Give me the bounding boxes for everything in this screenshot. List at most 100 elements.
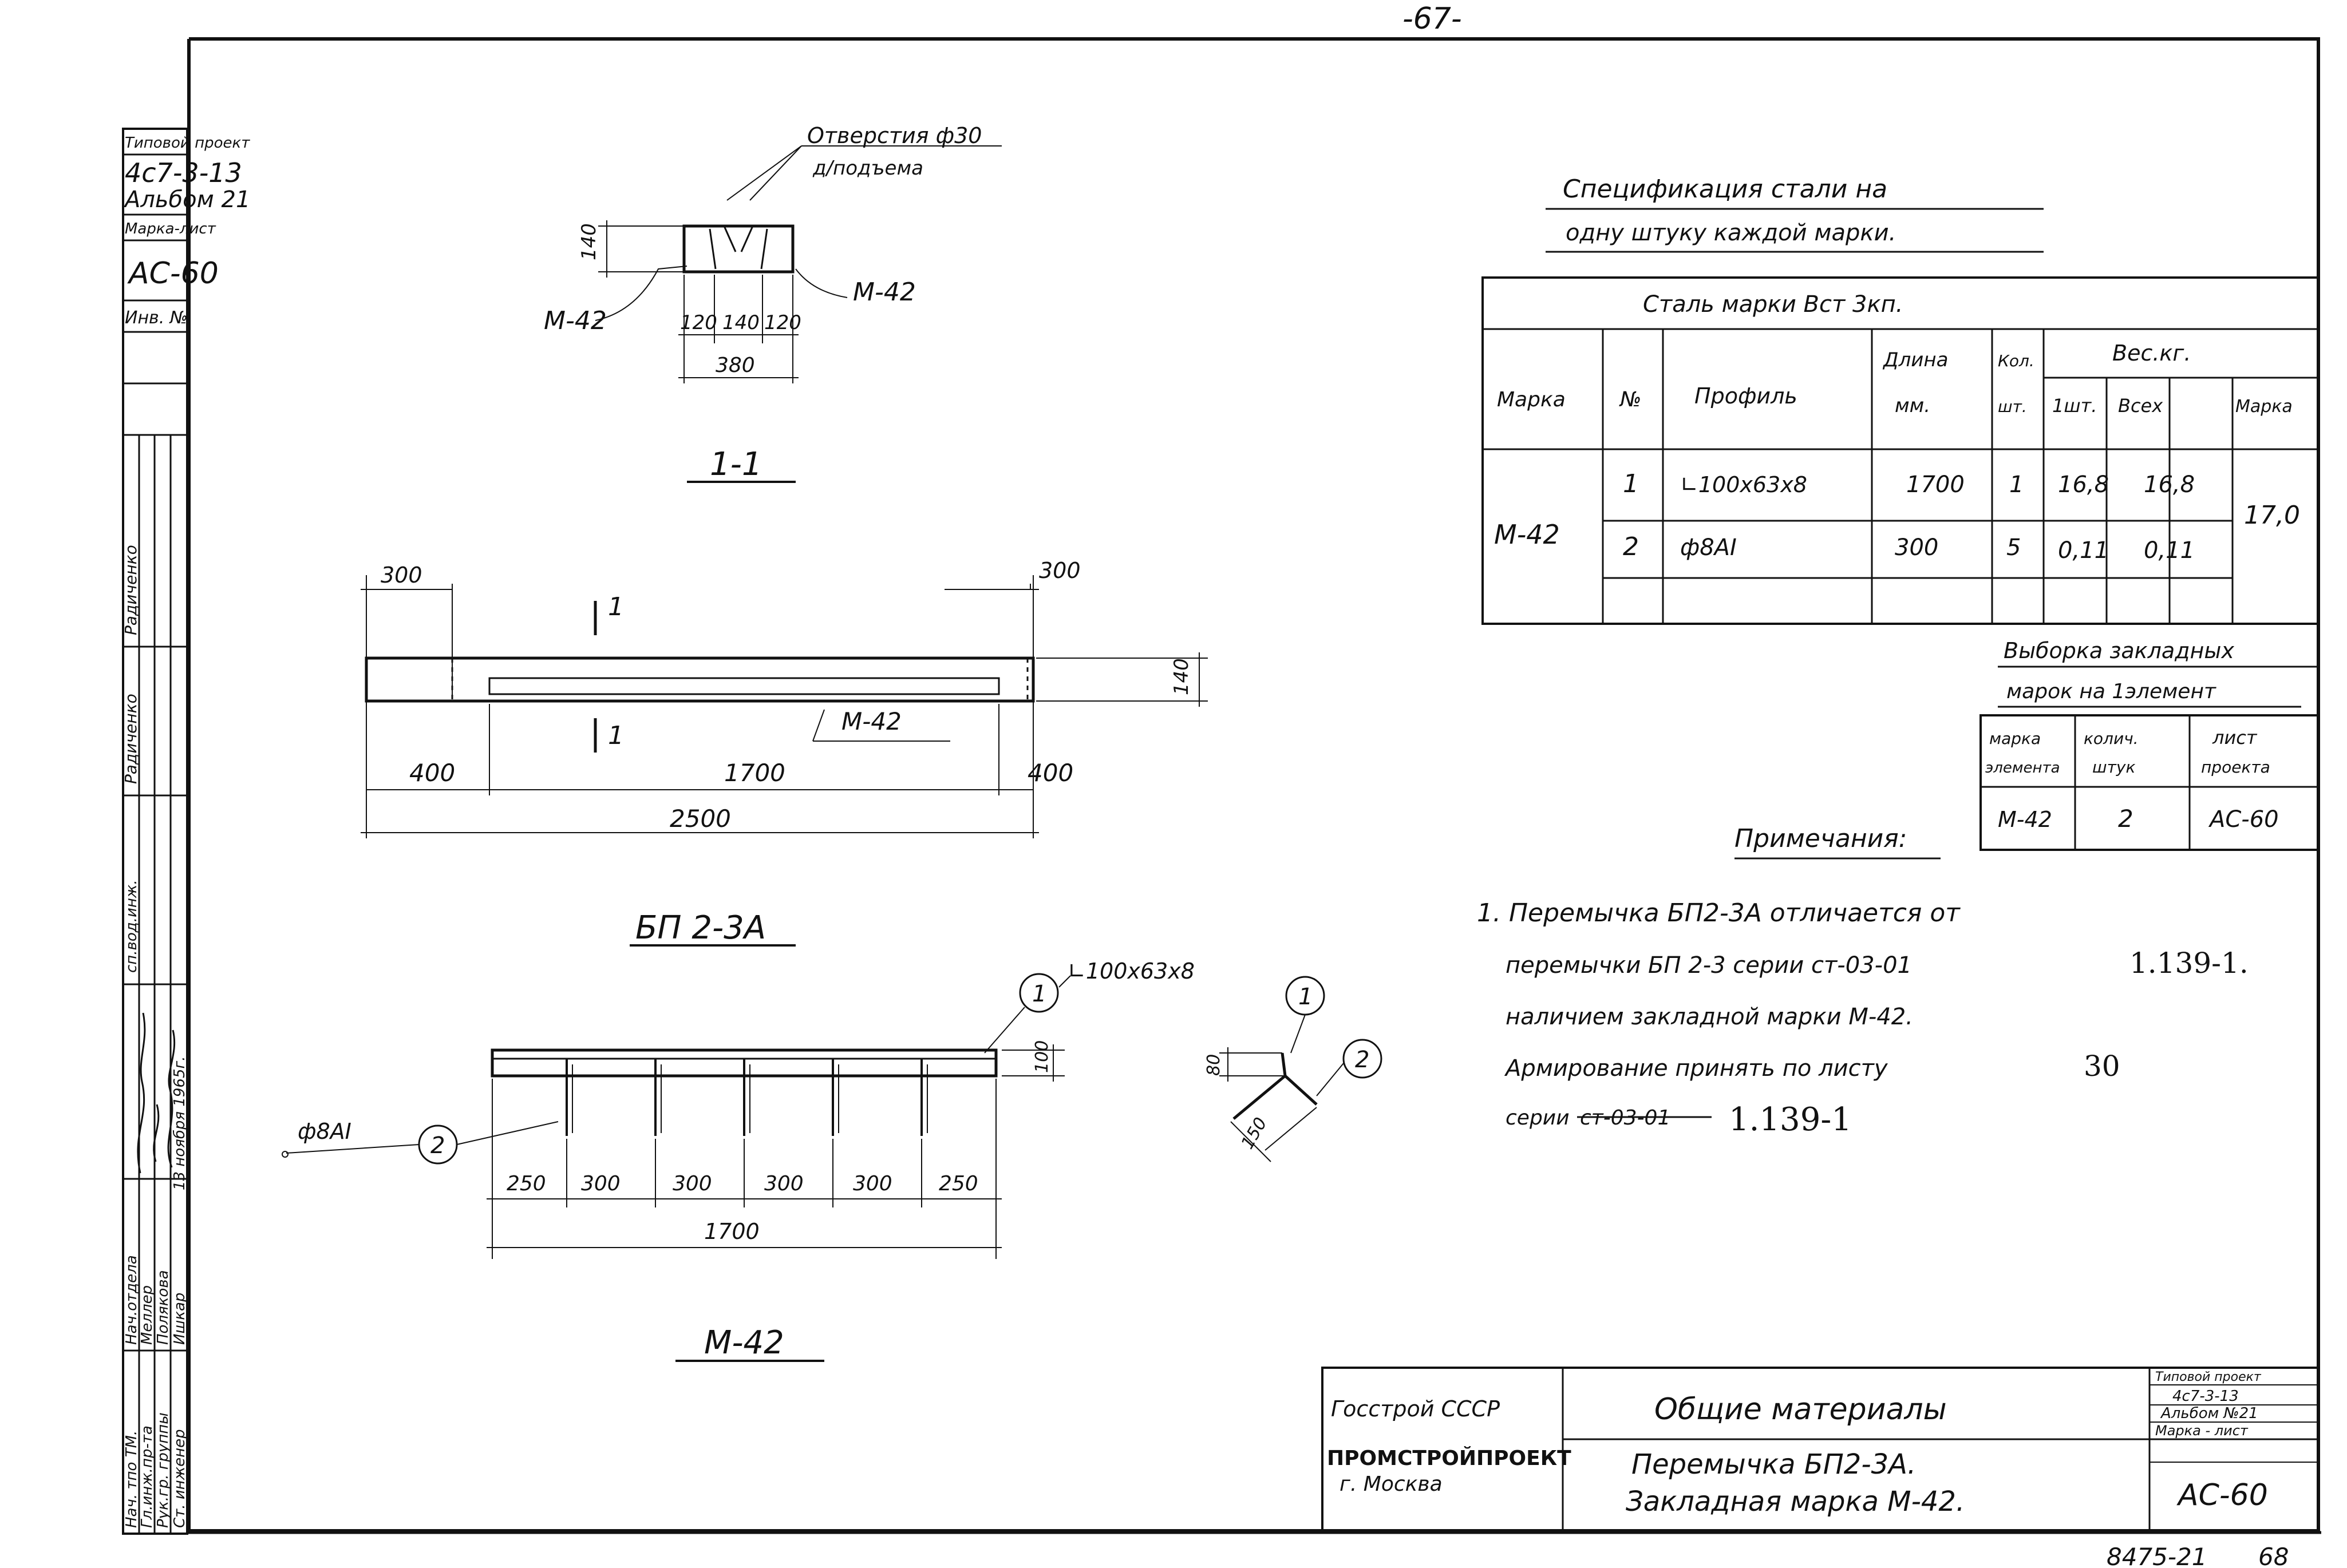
detail-callout-2: 2 — [1355, 1047, 1369, 1073]
beam-height: 140 — [1170, 658, 1193, 695]
beam-body — [365, 656, 1035, 703]
tb-org2: ПРОМСТРОЙПРОЕКТ — [1327, 1446, 1571, 1470]
sec-title: 1-1 — [710, 446, 762, 483]
beam-dim-1: 400 — [409, 759, 455, 787]
tb-sheet: АС-60 — [2176, 1478, 2268, 1512]
holes-note-2: д/подъема — [812, 157, 923, 180]
side-name-2: Полякова — [155, 1270, 172, 1345]
beam-dim-3: 400 — [1028, 759, 1073, 787]
note-line-5: серии — [1506, 1106, 1570, 1130]
side-upper-3: сп.вод.инж. — [123, 880, 140, 973]
m42-dim-5: 300 — [853, 1172, 892, 1195]
beam-cut-top: 1 — [608, 592, 624, 621]
sec-dim-2: 140 — [722, 311, 760, 334]
side-role-3: Рук.гр. группы — [155, 1412, 172, 1528]
signature-1 — [137, 1012, 146, 1174]
spec-h-weight: Вес.кг. — [2112, 340, 2191, 366]
spec-row1-w-all: 16,8 — [2144, 472, 2195, 498]
spec-row2-profile: ф8АI — [1680, 534, 1737, 561]
beam-dim-2: 1700 — [724, 759, 785, 787]
sel-title-1: Выборка закладных — [2004, 638, 2234, 663]
side-row1-1: Нач.отдела — [123, 1255, 140, 1345]
sel-h-c1a: марка — [1989, 729, 2041, 748]
spec-row1-length: 1700 — [1906, 472, 1965, 498]
spec-row2-w-all: 0,11 — [2144, 537, 2195, 564]
sel-h-c1b: элемента — [1985, 759, 2060, 777]
spec-table: Спецификация стали на одну штуку каждой … — [1481, 175, 2320, 625]
tb-ml-label: Марка - лист — [2155, 1423, 2249, 1439]
spec-h-w-all: Всех — [2118, 395, 2163, 417]
spec-row2-qty: 5 — [2006, 534, 2021, 561]
spec-row1-profile: ∟100х63х8 — [1680, 472, 1807, 497]
section-1-1: Отверстия ф30 д/подъема 140 М-42 М-42 12… — [544, 123, 1002, 483]
m42-profile: ∟100х63х8 — [1068, 959, 1195, 984]
beam-dim-top-right: 300 — [1039, 558, 1081, 583]
tb-tp-label: Типовой проект — [2155, 1370, 2262, 1384]
stamp-label-1: Типовой проект — [125, 134, 250, 152]
sheet-frame — [187, 37, 2320, 1533]
m42-dim-1: 250 — [507, 1172, 546, 1195]
notes: Примечания: 1. Перемычка БП2-3А отличает… — [1477, 824, 2249, 1138]
signature-3 — [153, 1104, 160, 1162]
sel-h-c2a: колич. — [2084, 729, 2139, 748]
spec-h-mark: Марка — [1497, 388, 1566, 411]
m42-rod: ф8АI — [298, 1119, 351, 1144]
sel-h-c2b: штук — [2092, 758, 2136, 777]
spec-h-w-one: 1шт. — [2052, 395, 2097, 417]
m42-callout-2: 2 — [430, 1133, 445, 1159]
beam-total: 2500 — [670, 805, 731, 833]
beam-dim-top-left: 300 — [381, 563, 422, 588]
stamp-sheet: АС-60 — [127, 256, 219, 291]
m42-dim-6: 250 — [939, 1172, 978, 1195]
note-line-3: наличием закладной марки М-42. — [1506, 1004, 1913, 1030]
spec-h-length-unit: мм. — [1895, 394, 1930, 417]
spec-mark: М-42 — [1494, 519, 1560, 550]
sel-h-c3a: лист — [2212, 727, 2258, 749]
sel-h-c3b: проекта — [2201, 758, 2270, 777]
sec-total: 380 — [716, 354, 755, 377]
tb-heading: Общие материалы — [1654, 1392, 1947, 1427]
spec-title-1: Спецификация стали на — [1563, 175, 1887, 204]
m42-dim-4: 300 — [764, 1172, 804, 1195]
m42-height: 100 — [1032, 1040, 1052, 1073]
side-upper-1: Радиченко — [121, 694, 140, 784]
note-series-1: 1.139-1. — [2129, 947, 2249, 980]
sec-mark-left: М-42 — [544, 306, 607, 335]
tb-tp-value: 4с7-3-13 — [2172, 1388, 2239, 1405]
tb-org3: г. Москва — [1340, 1472, 1443, 1496]
stamp-album: Альбом 21 — [123, 187, 250, 213]
tb-desc1: Перемычка БП2-3А. — [1631, 1448, 1916, 1480]
selection-table: Выборка закладных марок на 1элемент марк… — [1979, 638, 2320, 851]
spec-h-qty-unit: шт. — [1998, 397, 2027, 416]
notes-title: Примечания: — [1734, 824, 1907, 853]
title-block: Госстрой СССР ПРОМСТРОЙПРОЕКТ г. Москва … — [1321, 1367, 2320, 1532]
small-detail: 1 2 80 150 — [1204, 976, 1382, 1162]
tb-album: Альбом №21 — [2160, 1405, 2258, 1422]
spec-title-2: одну штуку каждой марки. — [1566, 220, 1896, 246]
m42-total: 1700 — [704, 1219, 760, 1244]
spec-row1-w-one: 16,8 — [2058, 472, 2109, 498]
side-name-3: Ишкар — [171, 1293, 188, 1345]
detail-h: 80 — [1204, 1054, 1224, 1076]
note-line-4: Армирование принять по листу — [1504, 1055, 1888, 1082]
spec-h-length: Длина — [1882, 349, 1948, 371]
stamp-project: 4с7-3-13 — [125, 157, 242, 188]
beam-cut-bottom: 1 — [608, 721, 624, 750]
stamp-label-2: Марка-лист — [125, 220, 216, 237]
note-line-2: перемычки БП 2-3 серии ст-03-01 — [1506, 952, 1912, 979]
sec-dim-1: 120 — [680, 311, 717, 334]
code-right: 68 — [2258, 1543, 2289, 1568]
detail-w: 150 — [1238, 1114, 1271, 1153]
spec-h-qty: Кол. — [1998, 351, 2034, 370]
side-role-2: Гл.инж.пр-та — [139, 1426, 156, 1528]
m42-title: М-42 — [704, 1324, 784, 1361]
spec-row2-no: 2 — [1623, 532, 1639, 561]
spec-w-mark: 17,0 — [2244, 501, 2300, 530]
m42-dim-3: 300 — [673, 1172, 712, 1195]
detail-callout-1: 1 — [1298, 984, 1313, 1010]
spec-h-no: № — [1619, 388, 1641, 411]
spec-row2-length: 300 — [1895, 534, 1938, 561]
side-role-4: Ст. инженер — [171, 1429, 188, 1528]
sel-row-mark: М-42 — [1998, 807, 2052, 832]
